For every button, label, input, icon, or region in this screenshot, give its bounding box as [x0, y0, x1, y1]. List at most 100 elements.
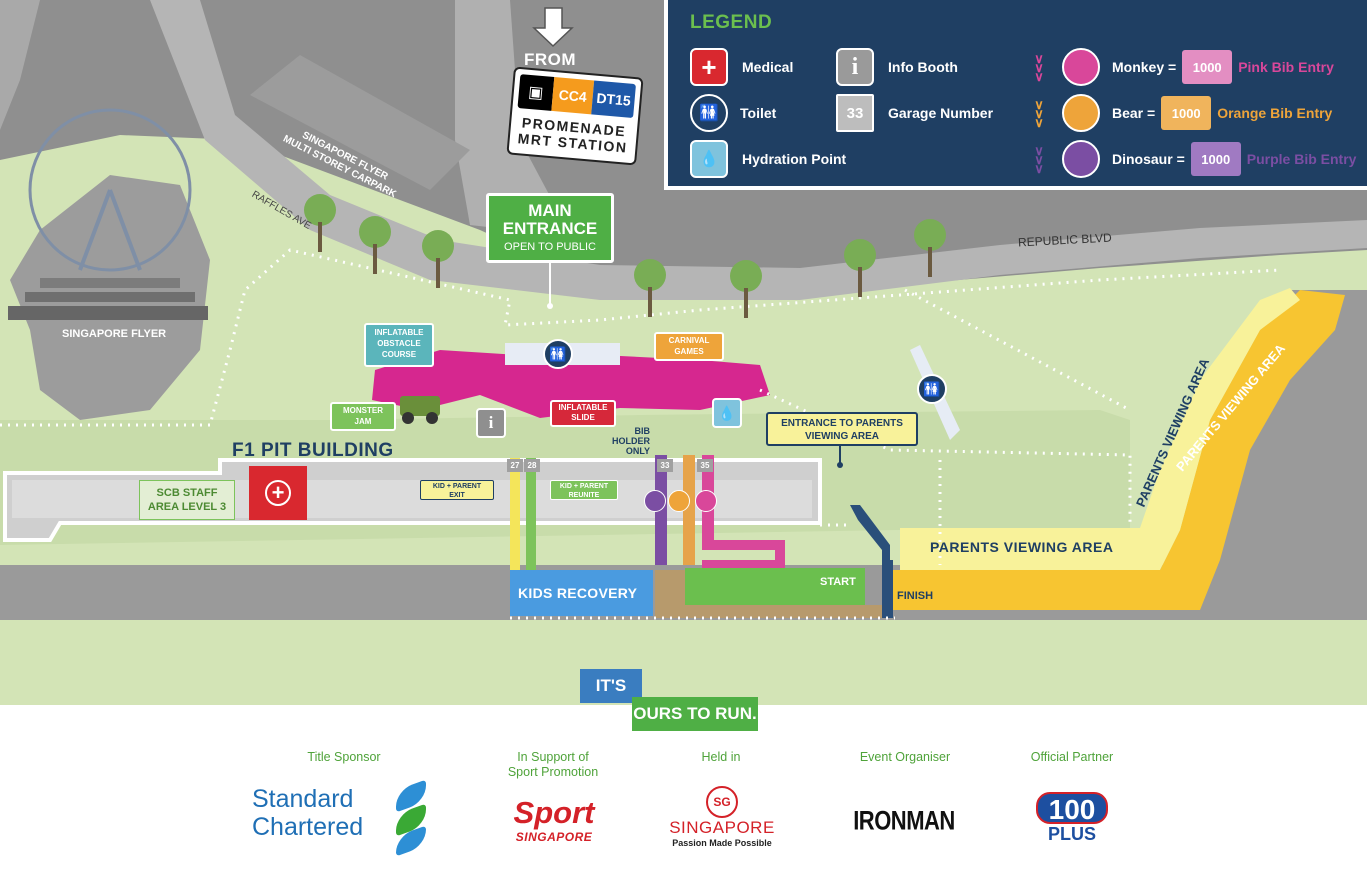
legend-dinosaur: ∨∨∨ Dinosaur = 1000 Purple Bib Entry: [1030, 140, 1356, 178]
main-entrance-title-1: MAIN: [528, 201, 572, 220]
flyer-wheel: [28, 108, 192, 272]
singapore-flyer-label: SINGAPORE FLYER: [62, 328, 167, 340]
down-arrow-icon: [532, 7, 574, 48]
slide-label-1: INFLATABLE: [558, 403, 608, 412]
monster-truck-icon: [400, 396, 440, 416]
scb-label-2: AREA LEVEL 3: [147, 501, 227, 513]
mrt-from-label: FROM: [524, 50, 577, 69]
slide-label-2: SLIDE: [571, 413, 595, 422]
trees: [304, 194, 946, 318]
title-sponsor-caption: Title Sponsor: [307, 750, 381, 764]
legend-medical-label: Medical: [742, 59, 794, 75]
mrt-line-cc4: CC4: [551, 77, 595, 115]
event-organiser-caption: Event Organiser: [859, 750, 951, 764]
kid-parent-reunite-sign: KID + PARENT REUNITE: [550, 480, 618, 500]
legend-hydration: 💧 Hydration Point: [690, 140, 846, 178]
legend-purple-entry: Purple Bib Entry: [1246, 151, 1357, 167]
support-caption-2: Sport Promotion: [507, 765, 599, 779]
access-road: [455, 0, 560, 235]
kid-reunite-1: KID + PARENT: [559, 483, 609, 490]
bear-icon: [1062, 94, 1100, 132]
race-route-yellow: [893, 290, 1345, 610]
dinosaur-icon: [1062, 140, 1100, 178]
bib-holder-label: BIB HOLDER ONLY: [606, 426, 650, 456]
kid-reunite-2: REUNITE: [568, 492, 600, 499]
garage-28-badge: 28: [524, 459, 540, 472]
garage-35-badge: 35: [697, 459, 713, 472]
100plus-logo-bottom: PLUS: [1047, 824, 1096, 844]
pink-chevron-icon: ∨∨∨: [1034, 50, 1044, 84]
sg-logo-tagline: Passion Made Possible: [672, 838, 772, 848]
carpark-block: [250, 55, 470, 190]
legend-orange-entry: Orange Bib Entry: [1217, 105, 1333, 121]
support-caption: In Support of Sport Promotion: [468, 750, 638, 780]
100plus-logo-top: 100: [1036, 792, 1108, 825]
bottom-grass: [0, 620, 1367, 705]
parents-entrance-1: ENTRANCE TO PARENTS: [781, 418, 903, 429]
toilet-icon: 🚻: [917, 374, 947, 404]
orange-bib-icon: 1000: [1161, 96, 1212, 130]
orange-chevron-icon: ∨∨∨: [1034, 96, 1044, 130]
pink-bib-icon: 1000: [1182, 50, 1233, 84]
legend-toilet: 🚻 Toilet: [690, 94, 776, 132]
standard-chartered-logo: Standard Chartered: [252, 779, 442, 857]
sc-swirl-icon: [392, 779, 434, 857]
sport-logo-line1: Sport: [513, 795, 595, 830]
monster-label-1: MONSTER: [343, 406, 383, 415]
medical-icon: +: [249, 466, 307, 520]
purple-chevron-icon: ∨∨∨: [1034, 142, 1044, 176]
legend-info-label: Info Booth: [888, 59, 958, 75]
carnival-games-sign: CARNIVAL GAMES: [654, 332, 724, 361]
track-right-grey: [1210, 290, 1367, 620]
tagline-ours-to-run: OURS TO RUN.: [632, 697, 758, 731]
legend-hydration-label: Hydration Point: [742, 151, 847, 167]
obstacle-label-1: INFLATABLE: [374, 328, 424, 337]
sport-singapore-logo: Sport SINGAPORE: [498, 796, 610, 852]
official-partner-caption: Official Partner: [1030, 750, 1114, 764]
monster-label-2: JAM: [354, 417, 372, 426]
monkey-icon: [695, 490, 717, 512]
100plus-logo: 100 PLUS: [1034, 792, 1110, 844]
legend-info: i Info Booth: [836, 48, 958, 86]
inflatable-slide-sign: INFLATABLE SLIDE: [550, 400, 616, 427]
finish-label: FINISH: [897, 590, 934, 602]
kids-recovery-label: KIDS RECOVERY: [518, 585, 638, 601]
garage-33-badge: 33: [657, 459, 673, 472]
sg-badge-icon: SG: [706, 786, 738, 818]
garage-number-badge: 33: [836, 94, 874, 132]
carnival-label-1: CARNIVAL: [668, 336, 710, 345]
kids-recovery-zone: [510, 570, 653, 616]
sport-logo-line2: SINGAPORE: [515, 830, 593, 844]
bear-icon: [668, 490, 690, 512]
obstacle-label-3: COURSE: [381, 350, 417, 359]
singapore-tourism-logo: SG SINGAPORE Passion Made Possible: [660, 786, 784, 854]
parents-entrance-sign: ENTRANCE TO PARENTS VIEWING AREA: [766, 412, 918, 446]
legend-title: LEGEND: [690, 12, 773, 33]
play-zone: [372, 350, 770, 418]
kid-exit-1: KID + PARENT: [432, 483, 482, 490]
main-entrance-title-2: ENTRANCE: [502, 219, 598, 238]
monster-jam-sign: MONSTER JAM: [330, 402, 396, 431]
legend-monkey-label: Monkey =: [1112, 59, 1177, 75]
monkey-icon: [1062, 48, 1100, 86]
f1-pit-building-label: F1 PIT BUILDING: [232, 440, 394, 461]
obstacle-label-2: OBSTACLE: [377, 339, 421, 348]
parents-entrance-2: VIEWING AREA: [804, 431, 880, 442]
bib-label-2: HOLDER: [612, 436, 650, 446]
legend-medical: + Medical: [690, 48, 793, 86]
main-entrance-subtitle: OPEN TO PUBLIC: [504, 241, 596, 253]
dinosaur-icon: [644, 490, 666, 512]
bib-label-3: ONLY: [625, 446, 650, 456]
medical-icon: +: [690, 48, 728, 86]
mrt-station-sign: ▣ CC4 DT15 PROMENADE MRT STATION: [506, 66, 644, 166]
ironman-logo: IRONMAN: [853, 805, 955, 836]
shore: [0, 0, 40, 130]
legend-bear-label: Bear =: [1112, 105, 1156, 121]
scb-staff-area-sign: SCB STAFF AREA LEVEL 3: [139, 480, 235, 520]
legend-monkey: ∨∨∨ Monkey = 1000 Pink Bib Entry: [1030, 48, 1334, 86]
info-booth-icon: i: [836, 48, 874, 86]
purple-bib-icon: 1000: [1190, 142, 1241, 176]
kid-exit-2: EXIT: [449, 492, 465, 499]
start-label: START: [820, 576, 856, 588]
support-caption-1: In Support of: [517, 750, 589, 764]
